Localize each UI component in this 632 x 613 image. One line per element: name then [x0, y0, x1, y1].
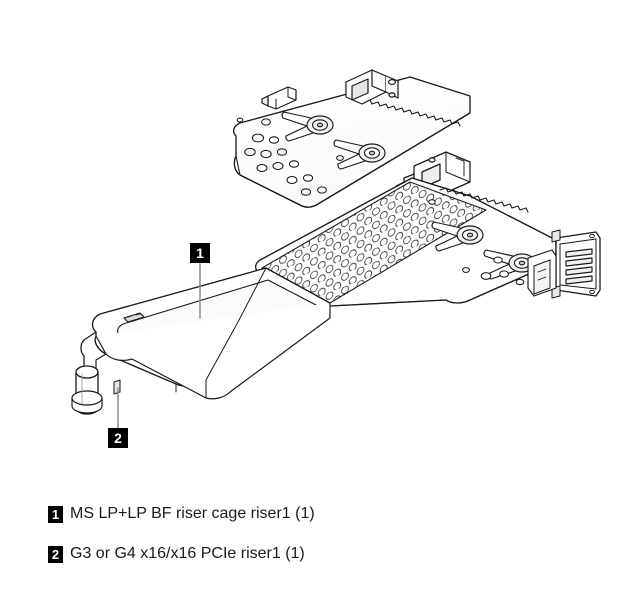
keyhole-slot-group-upper — [281, 111, 386, 170]
callout-marker-2: 2 — [108, 428, 128, 448]
mounting-hole-group-upper — [236, 117, 344, 196]
keyhole-slot-group-lower — [431, 221, 536, 280]
io-vented-bracket — [527, 229, 601, 299]
legend-label-1: MS LP+LP BF riser cage riser1 (1) — [70, 505, 315, 522]
riser-cage-diagram: 1 2 — [71, 69, 601, 448]
legend-marker-1: 1 — [48, 505, 63, 523]
legend-label-2: G3 or G4 x16/x16 PCIe riser1 (1) — [70, 545, 305, 562]
leader-lines — [117, 263, 201, 429]
pcie-riser-card — [91, 267, 331, 400]
legend: 1 MS LP+LP BF riser cage riser1 (1) 2 G3… — [48, 494, 608, 574]
legend-row: 1 MS LP+LP BF riser cage riser1 (1) — [48, 494, 608, 534]
legend-row: 2 G3 or G4 x16/x16 PCIe riser1 (1) — [48, 534, 608, 574]
riser-cage-illustration — [71, 69, 601, 429]
upper-mounting-plate — [232, 76, 471, 208]
upper-latch-tab — [261, 69, 399, 110]
left-standoff-pin — [71, 331, 121, 415]
legend-marker-2: 2 — [48, 545, 63, 563]
callout-marker-1: 1 — [190, 243, 210, 263]
